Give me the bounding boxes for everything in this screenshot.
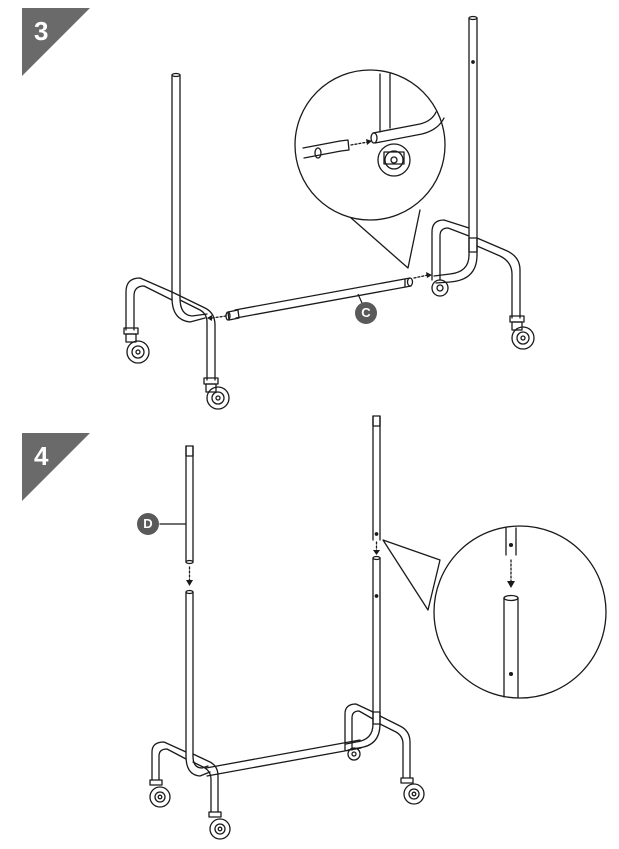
pole-d-right-top bbox=[372, 415, 381, 541]
left-lower-upright bbox=[185, 589, 194, 757]
left-upright-pole bbox=[171, 72, 181, 299]
right-upright-pole bbox=[468, 15, 478, 256]
crossbar-assembled bbox=[205, 739, 362, 777]
right-front-caster bbox=[431, 279, 449, 297]
insert-arrow-right bbox=[413, 274, 429, 279]
right-front-caster-4 bbox=[347, 747, 361, 761]
pole-d-left-top bbox=[185, 445, 194, 565]
left-front-caster bbox=[123, 327, 150, 364]
part-c-label: C bbox=[361, 305, 371, 320]
step-3-badge: 3 bbox=[22, 8, 90, 76]
left-base-frame bbox=[125, 277, 216, 381]
left-front-caster-4 bbox=[149, 779, 171, 808]
crossbar-c bbox=[225, 277, 414, 321]
part-c-callout: C bbox=[355, 302, 377, 324]
left-rear-caster-4 bbox=[208, 811, 231, 840]
step-4-badge: 4 bbox=[22, 433, 90, 501]
step-4-number: 4 bbox=[34, 441, 49, 471]
detail-magnifier-step-3 bbox=[294, 69, 446, 269]
step-badge-shape bbox=[22, 433, 90, 501]
part-d-label: D bbox=[143, 516, 153, 531]
right-base-frame-4 bbox=[344, 703, 411, 779]
left-base-frame-4 bbox=[151, 741, 219, 813]
part-d-callout: D bbox=[137, 513, 159, 535]
right-lower-upright bbox=[372, 555, 381, 725]
insert-arrow-left bbox=[211, 315, 227, 319]
detail-magnifier-step-4 bbox=[382, 525, 607, 699]
right-base-frame bbox=[431, 219, 521, 319]
right-rear-caster-4 bbox=[400, 777, 425, 805]
step-badge-shape bbox=[22, 8, 90, 76]
right-rear-caster bbox=[509, 315, 535, 350]
left-rear-caster bbox=[203, 377, 230, 410]
step-3-number: 3 bbox=[34, 16, 49, 46]
